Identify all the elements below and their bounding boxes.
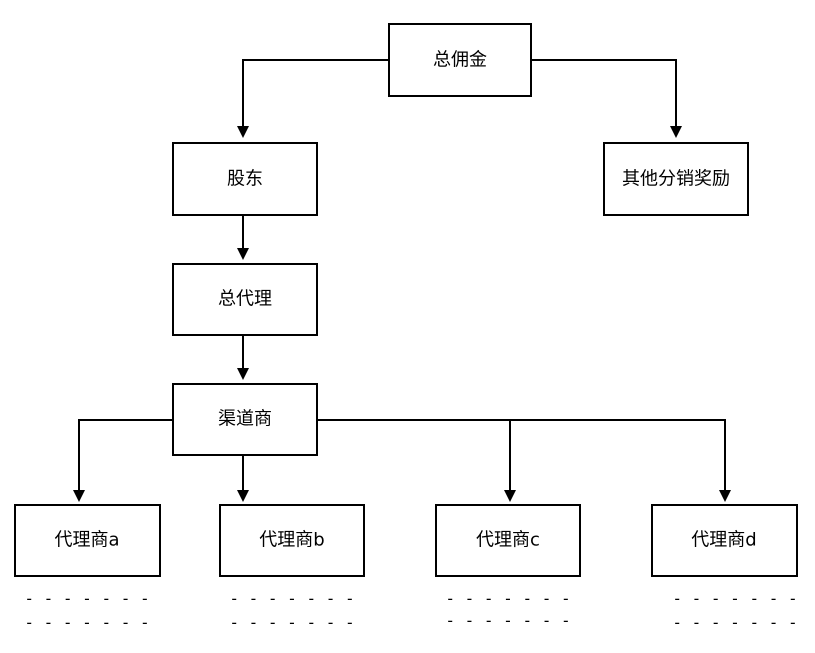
continuation-b-1: - - - - - - -: [229, 589, 354, 608]
edge-root-other-reward: [531, 59, 682, 138]
edge-channel-agent-c: [316, 419, 516, 502]
node-agent-a-label: 代理商a: [54, 530, 119, 551]
continuation-d-1: - - - - - - -: [672, 589, 797, 608]
continuation-b-2: - - - - - - -: [229, 613, 354, 632]
node-total-commission-label: 总佣金: [433, 50, 487, 71]
node-channel-label: 渠道商: [218, 409, 272, 430]
node-agent-c: 代理商c: [435, 504, 581, 577]
edge-root-shareholder: [237, 59, 389, 138]
node-agent-d: 代理商d: [651, 504, 798, 577]
node-agent-b-label: 代理商b: [259, 530, 324, 551]
continuation-a-1: - - - - - - -: [24, 589, 149, 608]
node-total-commission: 总佣金: [388, 23, 532, 97]
node-agent-c-label: 代理商c: [476, 530, 540, 551]
node-other-reward: 其他分销奖励: [603, 142, 749, 216]
edge-channel-agent-a: [73, 419, 173, 502]
edge-channel-agent-d: [316, 419, 731, 502]
node-general-agent: 总代理: [172, 263, 318, 336]
node-channel: 渠道商: [172, 383, 318, 456]
node-agent-d-label: 代理商d: [691, 530, 756, 551]
node-agent-a: 代理商a: [14, 504, 161, 577]
continuation-a-2: - - - - - - -: [24, 613, 149, 632]
node-agent-b: 代理商b: [219, 504, 365, 577]
node-general-agent-label: 总代理: [218, 289, 272, 310]
node-shareholder-label: 股东: [227, 169, 263, 190]
continuation-d-2: - - - - - - -: [672, 613, 797, 632]
node-other-reward-label: 其他分销奖励: [622, 169, 730, 190]
continuation-c-2: - - - - - - -: [445, 611, 570, 630]
continuation-c-1: - - - - - - -: [445, 589, 570, 608]
node-shareholder: 股东: [172, 142, 318, 216]
